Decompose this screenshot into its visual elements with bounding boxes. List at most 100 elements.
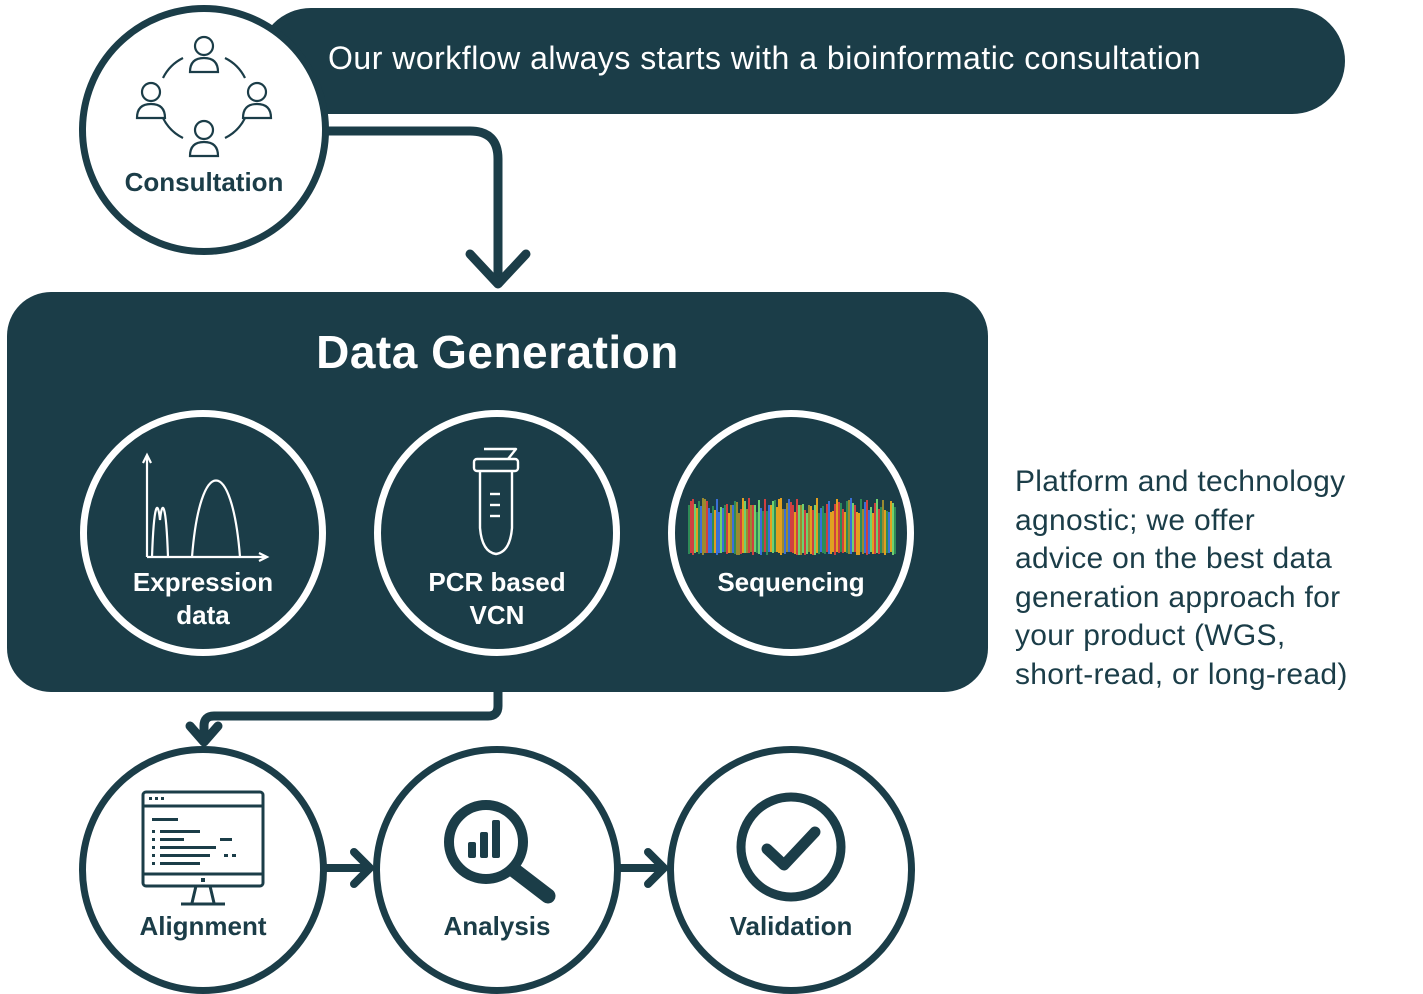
expression-data-label: Expression data [80,566,326,632]
sequencing-trace-bar [860,499,862,552]
data-generation-title: Data Generation [316,326,679,378]
sequencing-trace-bar [794,512,796,554]
sequencing-trace-bar [848,500,850,554]
sequencing-trace-bar [696,508,698,552]
sequencing-trace-bar [822,506,824,553]
sequencing-trace-bar [880,507,882,553]
sequencing-trace-bar [734,501,736,554]
pcr-vcn-label: PCR based VCN [374,566,620,632]
sequencing-trace-bar [788,499,790,552]
sequencing-trace-bar [762,511,764,552]
pcr-vcn-circle [374,410,620,656]
sequencing-trace-bar [878,509,880,554]
sequencing-trace-bar [728,513,730,553]
sequencing-trace-bar [732,505,734,553]
sequencing-trace-bar [826,504,828,552]
sequencing-trace-bar [718,512,720,553]
sequencing-trace-bar [736,502,738,555]
sequencing-trace-bar [800,505,802,555]
sequencing-trace-bar [702,498,704,555]
sequencing-trace-bar [834,504,836,555]
validation-circle [667,746,915,994]
sequencing-trace-bar [726,504,728,554]
sequencing-trace-bar [808,505,810,552]
sequencing-trace-bar [708,508,710,553]
sequencing-trace-bar [814,505,816,555]
validation-label: Validation [729,911,853,941]
sequencing-trace-bar [882,500,884,553]
sequencing-trace-bar [772,501,774,553]
sequencing-trace-bar [862,509,864,554]
sequencing-trace-bar [700,506,702,553]
sequencing-trace-bar [786,503,788,552]
sequencing-trace-bar [836,499,838,552]
side-note-line: short-read, or long-read) [1015,657,1348,691]
sequencing-trace-bar [888,512,890,553]
sequencing-trace-bar [832,511,834,552]
sequencing-trace-bar [784,509,786,554]
arrow-analysis-to-validation [620,848,668,888]
alignment-label: Alignment [139,911,267,941]
sequencing-trace-bar [748,498,750,553]
sequencing-trace-bar [698,501,700,554]
sequencing-trace-bar [756,512,758,553]
side-note-line: your product (WGS, [1015,619,1286,652]
sequencing-trace-bar [692,499,694,555]
sequencing-trace-bar [870,507,872,552]
sequencing-trace-bar [802,504,804,553]
sequencing-trace-bar [688,505,690,554]
expression-label-line2: data [176,600,230,630]
sequencing-trace-bar [846,501,848,553]
sequencing-trace-bar [714,510,716,553]
sequencing-trace-bar [742,498,744,553]
sequencing-trace-bar [690,501,692,553]
header-banner [258,8,1345,114]
side-note-line: advice on the best data [1015,542,1333,575]
pcr-label-line1: PCR based [428,567,566,597]
sequencing-trace-bar [838,502,840,553]
analysis-circle [373,746,621,994]
sequencing-trace-bar [890,501,892,552]
sequencing-trace-bar [892,503,894,555]
expression-label-line1: Expression [132,567,274,597]
sequencing-trace-bar [720,507,722,553]
sequencing-trace-bar [830,512,832,554]
sequencing-label: Sequencing [717,567,865,597]
sequencing-trace-bar [818,513,820,554]
sequencing-trace-bar [810,506,812,554]
sequencing-trace-bar [816,498,818,553]
sequencing-trace-bar [770,505,772,552]
side-note-line: Platform and technology [1015,465,1346,498]
sequencing-trace-bar [778,499,780,553]
side-note-line: agnostic; we offer [1015,503,1255,537]
sequencing-trace-bar [854,505,856,552]
header-text: Our workflow always starts with a bioinf… [328,40,1201,76]
sequencing-trace-bar [858,513,860,555]
sequencing-trace-bar [764,499,766,552]
sequencing-trace-bar [738,513,740,555]
sequencing-trace-bar [872,513,874,554]
sequencing-trace-bar [758,500,760,554]
sequencing-trace-bar [840,503,842,552]
consultation-circle [79,5,329,255]
sequencing-trace-bar [716,499,718,555]
sequencing-trace-bar [722,508,724,552]
sequencing-trace-bar [712,506,714,553]
side-note-line: generation approach for [1015,580,1341,614]
sequencing-trace-bar [856,512,858,555]
sequencing-trace-bar [894,507,896,554]
sequencing-trace-bar [790,502,792,552]
expression-data-circle [80,410,326,656]
sequencing-trace-bar [750,505,752,552]
sequencing-trace-bar [866,500,868,555]
sequencing-trace-bar [724,505,726,552]
sequencing-trace-bar [864,502,866,553]
